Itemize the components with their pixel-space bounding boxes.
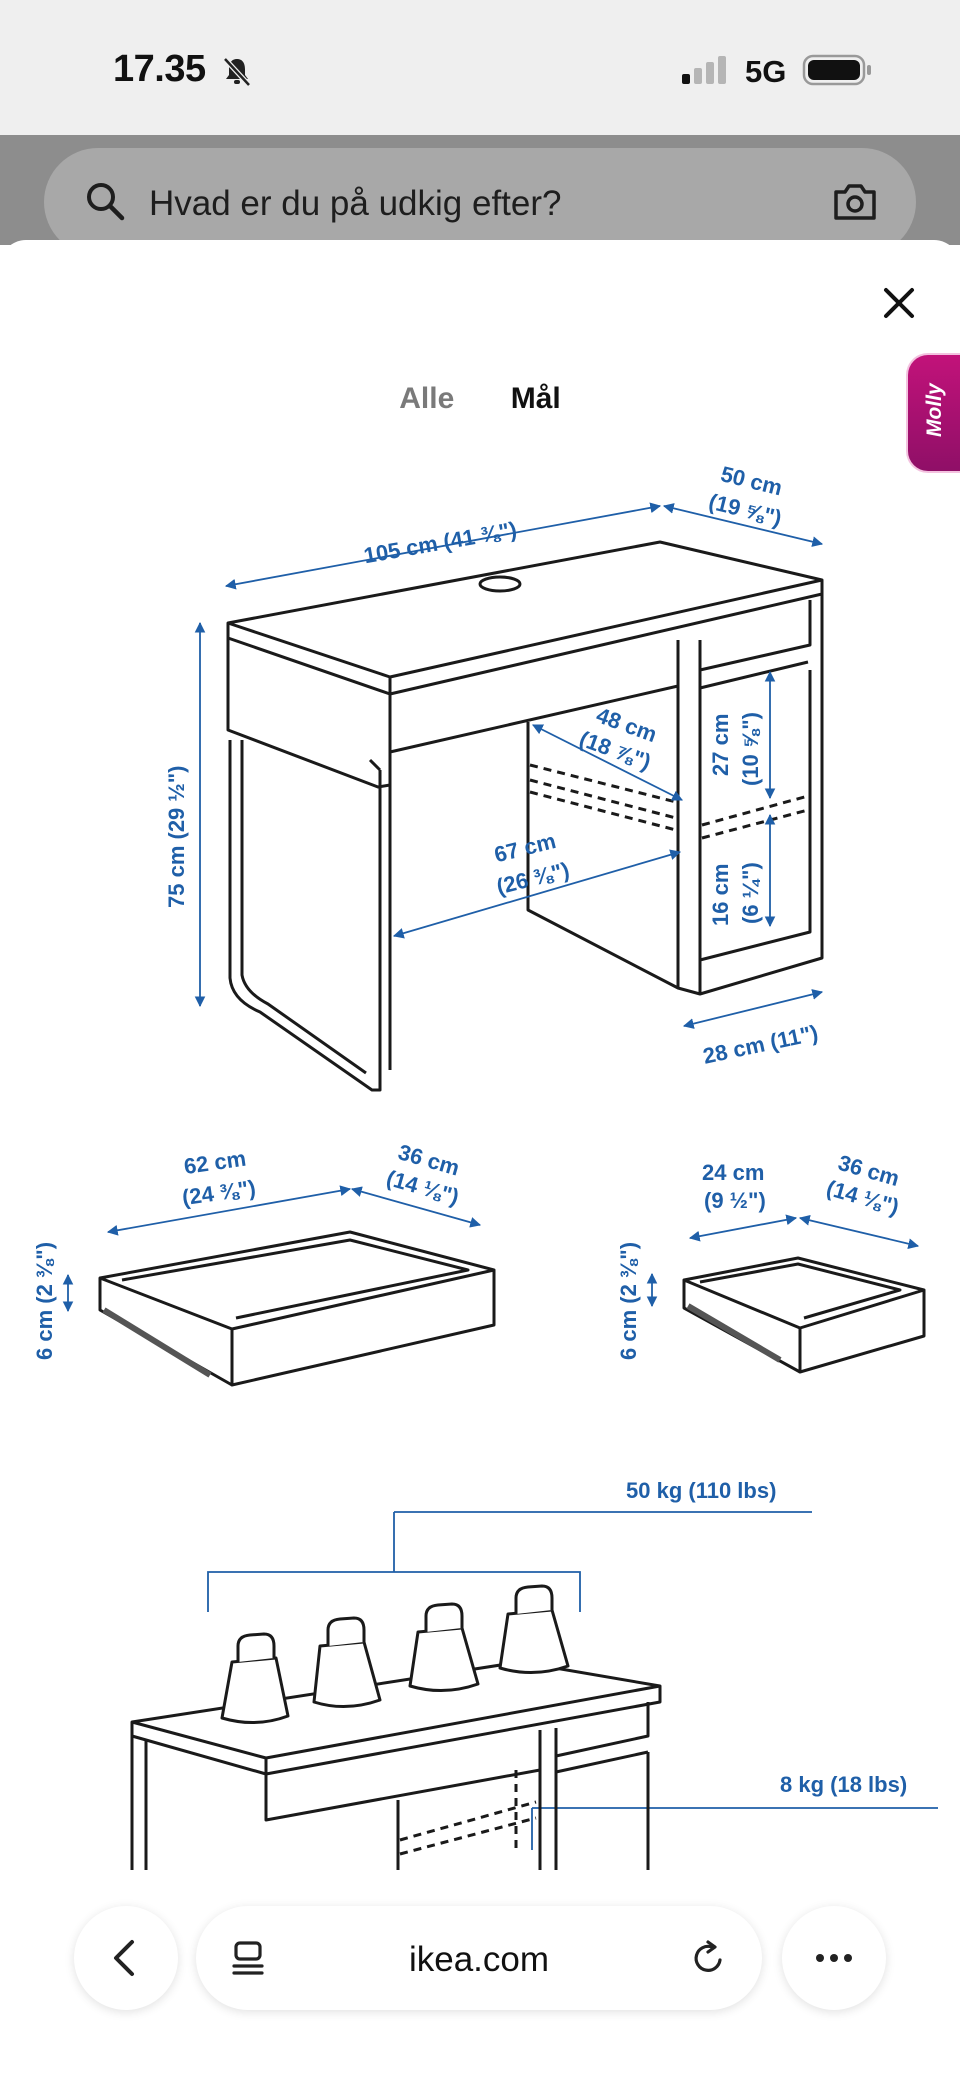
molly-assistant-button[interactable]: Molly (906, 353, 960, 473)
network-type: 5G (745, 54, 787, 89)
dim-shelf-upper-b: (10 ⅝") (738, 712, 763, 786)
camera-icon[interactable] (832, 180, 878, 222)
dim-load-shelf: 8 kg (18 lbs) (780, 1772, 907, 1797)
search-icon (87, 183, 125, 221)
dim-drawer-small-height: 6 cm (2 ⅜") (616, 1242, 641, 1360)
tab-maal[interactable]: Mål (510, 382, 561, 415)
dim-shelf-lower-a: 16 cm (708, 864, 733, 926)
load-bracket (207, 1511, 938, 1850)
large-drawer-illustration (98, 1230, 496, 1387)
reader-tabs-icon[interactable] (228, 1938, 268, 1978)
dim-shelf-lower-b: (6 ¼") (738, 862, 763, 924)
url-text: ikea.com (408, 1940, 550, 1979)
more-button[interactable] (782, 1906, 886, 2010)
small-drawer-illustration (682, 1256, 926, 1374)
dim-drawer-large-height: 6 cm (2 ⅜") (32, 1242, 57, 1360)
dim-load-top: 50 kg (110 lbs) (626, 1478, 776, 1503)
status-time: 17.35 (113, 48, 206, 90)
dim-drawer-large-width-b: (24 ⅜") (180, 1175, 257, 1210)
back-button[interactable] (74, 1906, 178, 2010)
dim-drawer-large-width-a: 62 cm (182, 1146, 247, 1179)
close-icon[interactable] (876, 280, 922, 326)
dim-drawer-small-width-b: (9 ½") (704, 1188, 766, 1213)
dim-drawer-small-width-a: 24 cm (702, 1160, 764, 1185)
desk-illustration (226, 540, 824, 1092)
address-bar[interactable]: ikea.com (196, 1906, 762, 2010)
gallery-tabs: Alle Mål (0, 378, 960, 420)
search-input[interactable]: Hvad er du på udkig efter? (44, 148, 916, 256)
status-bar: 17.35 5G (0, 0, 960, 135)
dim-desk-width: 105 cm (41 ⅜") (362, 517, 519, 568)
dim-desk-height: 75 cm (29 ½") (164, 765, 189, 908)
battery-icon (802, 54, 871, 86)
dim-shelf-upper-a: 27 cm (708, 714, 733, 776)
reload-icon[interactable] (688, 1938, 728, 1978)
chevron-left-icon (114, 1940, 134, 1976)
search-placeholder: Hvad er du på udkig efter? (149, 184, 562, 223)
dimension-diagram: 105 cm (41 ⅜") 50 cm (19 ⅝") 75 cm (29 ½… (32, 461, 938, 1870)
tab-alle[interactable]: Alle (399, 382, 455, 415)
bell-muted-icon (223, 57, 251, 87)
load-desk-illustration (130, 1660, 662, 1870)
molly-label: Molly (923, 383, 946, 437)
signal-icon (682, 56, 726, 84)
dim-cabinet-width: 28 cm (11") (701, 1020, 820, 1069)
more-dots-icon (816, 1954, 852, 1962)
weight-icons (220, 1584, 570, 1725)
